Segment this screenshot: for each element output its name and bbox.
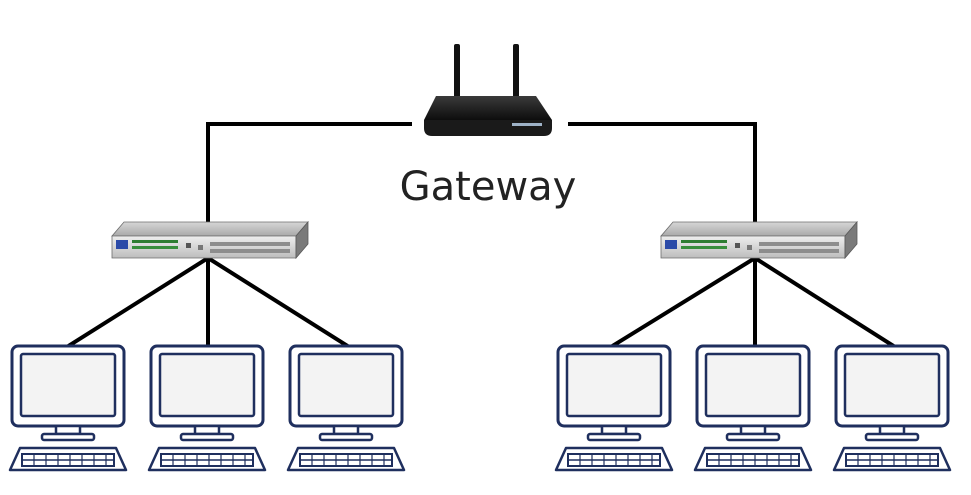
desktop-computer-icon — [147, 344, 267, 472]
router-icon — [424, 44, 552, 136]
connection-lines — [67, 122, 895, 348]
left-switch-to-pc-3-line — [205, 255, 349, 348]
desktop-computer-icon — [8, 344, 128, 472]
desktop-computer-icon — [832, 344, 952, 472]
gateway-to-left-switch-line — [206, 122, 412, 224]
network-switch-icon — [660, 221, 858, 259]
desktop-computer-icon — [693, 344, 813, 472]
gateway-label: Gateway — [400, 164, 577, 210]
network-switch-icon — [111, 221, 309, 259]
desktop-computer-icon — [286, 344, 406, 472]
right-switch-to-pc-3-line — [752, 255, 895, 348]
left-switch-to-pc-1-line — [67, 255, 211, 348]
right-switch-to-pc-1-line — [611, 255, 758, 348]
gateway-to-right-switch-line — [568, 122, 757, 224]
desktop-computer-icon — [554, 344, 674, 472]
